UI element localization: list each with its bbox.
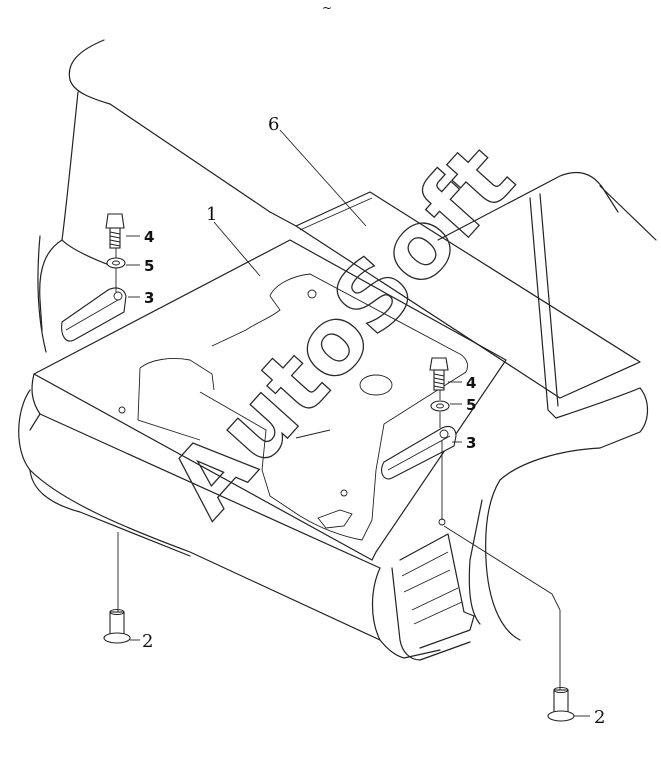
right-bolt xyxy=(429,357,449,391)
callout-3-left: 3 xyxy=(144,289,154,307)
callout-4-right: 4 xyxy=(466,374,476,392)
right-bushing xyxy=(547,687,575,722)
callout-1: 1 xyxy=(206,204,217,225)
watermark-text: AutoSoft xyxy=(149,125,535,536)
leader-lines xyxy=(126,129,590,717)
left-bolt xyxy=(105,213,125,249)
left-washer xyxy=(106,257,126,269)
header-mark: ~ xyxy=(322,1,332,15)
callout-5-left: 5 xyxy=(144,257,154,275)
right-washer xyxy=(430,400,450,412)
floor-plate xyxy=(29,239,507,569)
callout-6: 6 xyxy=(268,114,279,135)
callout-2-left: 2 xyxy=(142,631,153,652)
callouts: 6 1 4 5 3 4 5 3 2 2 xyxy=(142,114,605,728)
left-rail xyxy=(61,287,127,342)
cab-body xyxy=(37,39,657,641)
front-bumper xyxy=(18,389,475,661)
callout-4-left: 4 xyxy=(144,228,154,246)
right-rail xyxy=(381,425,457,480)
left-bushing xyxy=(103,609,131,644)
callout-3-right: 3 xyxy=(466,434,476,452)
callout-5-right: 5 xyxy=(466,396,476,414)
callout-2-right: 2 xyxy=(594,707,605,728)
